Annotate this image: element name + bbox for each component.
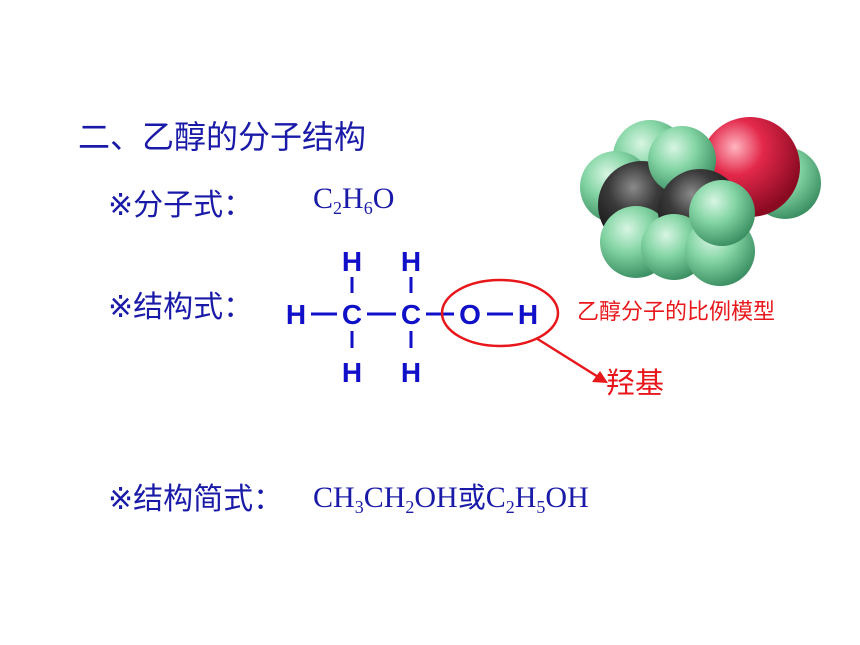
condensed-sub-4: 2 (505, 497, 515, 517)
formula-h: H (342, 182, 364, 215)
formula-c: C (313, 182, 334, 215)
hydroxyl-group-label: 羟基 (606, 366, 665, 400)
atom-h-right: H (518, 299, 538, 330)
section-heading: 二、乙醇的分子结构 (78, 118, 367, 156)
atom-h-top-2: H (401, 246, 421, 277)
hydroxyl-pointer-arrowhead (592, 371, 608, 383)
condensed-part-4: C (485, 481, 506, 514)
condensed-sub-1: 3 (354, 497, 364, 517)
structural-formula-diagram: H H H C C O H H H (286, 246, 608, 388)
atom-c1: C (342, 299, 362, 330)
condensed-sub-5: 5 (536, 497, 546, 517)
condensed-formula: CH3CH2OH或C2H5OH (313, 476, 589, 518)
hydroxyl-highlight-ellipse (440, 278, 560, 348)
atom-h-bottom-1: H (342, 357, 362, 388)
atom-h-top-1: H (342, 246, 362, 277)
formula-o: O (372, 182, 395, 215)
condensed-part-6: OH (545, 481, 589, 514)
condensed-formula-label: ※结构简式： (108, 482, 284, 517)
atom-o: O (459, 299, 481, 330)
condensed-sub-2: 2 (405, 497, 415, 517)
formula-c-sub: 2 (333, 198, 343, 218)
atom-c2: C (401, 299, 421, 330)
space-filling-model-label: 乙醇分子的比例模型 (577, 300, 776, 325)
condensed-connector: 或 (457, 481, 486, 514)
atom-h-left: H (286, 299, 306, 330)
hydroxyl-pointer-line (535, 336, 604, 382)
formula-h-sub: 6 (363, 198, 373, 218)
condensed-part-3: OH (414, 481, 458, 514)
molecular-formula-label: ※分子式： (108, 188, 254, 223)
ethanol-space-filling-model (580, 117, 821, 286)
hydrogen-atom-sphere (689, 180, 755, 246)
condensed-part-1: CH (313, 481, 355, 514)
condensed-part-5: H (514, 481, 537, 514)
structural-formula-label: ※结构式： (108, 290, 254, 325)
molecular-formula: C2H6O (313, 182, 394, 219)
condensed-part-2: CH (363, 481, 406, 514)
atom-h-bottom-2: H (401, 357, 421, 388)
